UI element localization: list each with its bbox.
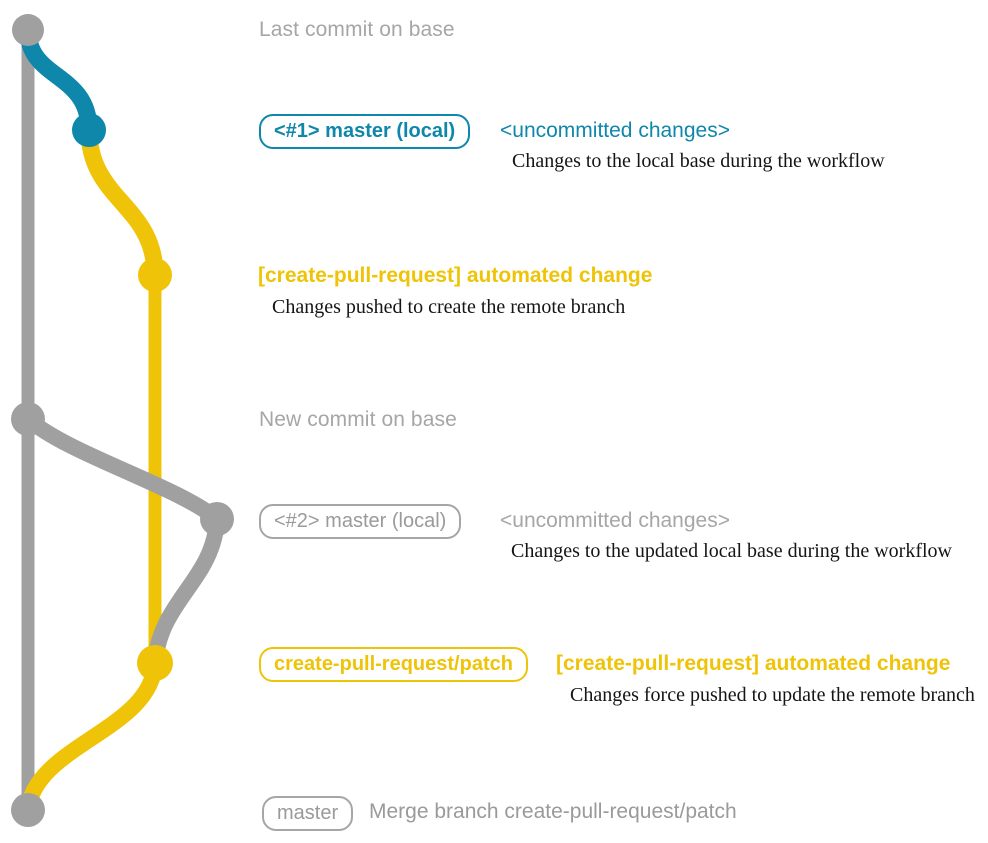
commit-subject-uncommitted-local-2: <uncommitted changes>	[500, 509, 730, 532]
commit-subject-merge: Merge branch create-pull-request/patch	[369, 800, 737, 823]
commit-description-uncommitted-local-1: Changes to the local base during the wor…	[512, 150, 885, 172]
edge-local2-to-remote2	[147, 511, 225, 671]
commit-description-automated-change-1: Changes pushed to create the remote bran…	[272, 296, 626, 318]
commit-node-remote-2[interactable]	[137, 645, 173, 681]
commit-description-automated-change-2: Changes force pushed to update the remot…	[570, 684, 975, 706]
commit-node-remote-1[interactable]	[138, 258, 172, 292]
branch-pill-master-local-1[interactable]: <#1> master (local)	[259, 114, 471, 149]
commit-description-uncommitted-local-2: Changes to the updated local base during…	[511, 540, 952, 562]
edge-local1-to-remote1	[80, 121, 164, 284]
branch-pill-master[interactable]: master	[262, 796, 354, 831]
commit-subject-automated-change-2: [create-pull-request] automated change	[556, 652, 951, 675]
commit-subject-automated-change-1: [create-pull-request] automated change	[258, 264, 653, 287]
commit-node-merge[interactable]	[11, 793, 45, 827]
edge-remote2-to-merge	[20, 655, 163, 818]
branch-pill-master-local-2[interactable]: <#2> master (local)	[259, 504, 462, 539]
commit-headline-new-commit-on-base: New commit on base	[259, 408, 457, 431]
branch-pill-create-pull-request-patch[interactable]: create-pull-request/patch	[259, 647, 528, 682]
commit-headline-last-commit-on-base: Last commit on base	[259, 18, 455, 41]
commit-node-local-1[interactable]	[72, 113, 106, 147]
edge-base-to-local1	[19, 21, 98, 139]
commit-node-base-1[interactable]	[12, 14, 44, 46]
edge-base2-to-local2	[20, 411, 225, 527]
commit-node-local-2[interactable]	[200, 502, 234, 536]
commit-node-base-2[interactable]	[11, 402, 45, 436]
commit-subject-uncommitted-local-1: <uncommitted changes>	[500, 119, 730, 142]
